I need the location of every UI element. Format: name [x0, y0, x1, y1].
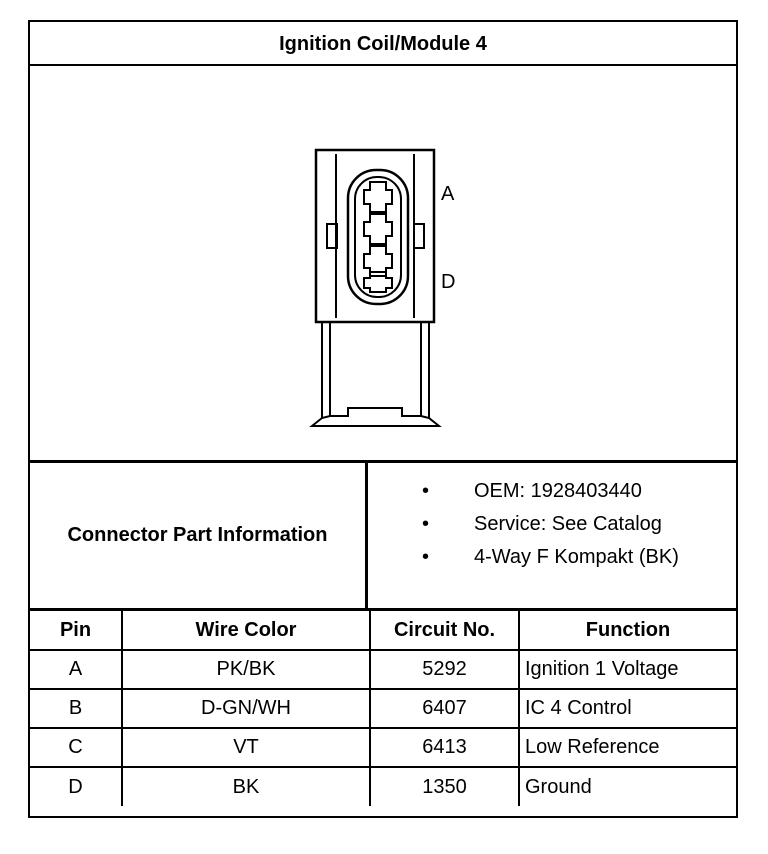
right-latch [413, 223, 425, 249]
cell-wire-color: VT [121, 727, 371, 768]
bullet-icon: • [422, 546, 430, 568]
table-row: B D-GN/WH 6407 IC 4 Control [30, 688, 736, 729]
pin-cavity [346, 168, 410, 306]
pin-label-d: D [441, 271, 455, 293]
pin-label-a: A [441, 183, 455, 205]
bullet-icon: • [422, 480, 430, 502]
cell-circuit-no: 6413 [369, 727, 520, 768]
connector-info-list: • OEM: 1928403440 • Service: See Catalog… [368, 463, 736, 611]
table-row: D BK 1350 Ground [30, 766, 736, 806]
cell-function: Ground [518, 766, 736, 806]
left-latch [326, 223, 338, 249]
cell-function: IC 4 Control [518, 688, 736, 729]
connector-drawing: A D [309, 148, 455, 427]
info-item-type: • 4-Way F Kompakt (BK) [368, 541, 736, 574]
connector-housing [314, 148, 436, 324]
table-row: C VT 6413 Low Reference [30, 727, 736, 768]
table-row: A PK/BK 5292 Ignition 1 Voltage [30, 649, 736, 690]
cell-wire-color: PK/BK [121, 649, 371, 690]
cell-wire-color: D-GN/WH [121, 688, 371, 729]
page-title: Ignition Coil/Module 4 [30, 22, 736, 66]
connector-diagram: A D [30, 66, 736, 463]
table-header-row: Pin Wire Color Circuit No. Function [30, 611, 736, 651]
cell-pin: C [30, 727, 123, 768]
cell-wire-color: BK [121, 766, 371, 806]
cell-circuit-no: 1350 [369, 766, 520, 806]
connector-stem [309, 322, 442, 427]
bullet-icon: • [422, 513, 430, 535]
cell-function: Ignition 1 Voltage [518, 649, 736, 690]
cell-pin: B [30, 688, 123, 729]
header-wire-color: Wire Color [121, 611, 371, 651]
info-item-oem: • OEM: 1928403440 [368, 475, 736, 508]
connector-sheet: Ignition Coil/Module 4 [28, 20, 738, 818]
cell-pin: A [30, 649, 123, 690]
pin-terminals [363, 181, 393, 293]
info-item-text: Service: See Catalog [474, 513, 662, 535]
cell-pin: D [30, 766, 123, 806]
cell-circuit-no: 6407 [369, 688, 520, 729]
cell-circuit-no: 5292 [369, 649, 520, 690]
info-item-service: • Service: See Catalog [368, 508, 736, 541]
info-item-text: OEM: 1928403440 [474, 480, 642, 502]
pinout-table: Pin Wire Color Circuit No. Function A PK… [30, 611, 736, 806]
header-pin: Pin [30, 611, 123, 651]
cell-function: Low Reference [518, 727, 736, 768]
header-function: Function [518, 611, 736, 651]
connector-info-label: Connector Part Information [30, 463, 368, 611]
header-circuit-no: Circuit No. [369, 611, 520, 651]
info-item-text: 4-Way F Kompakt (BK) [474, 546, 679, 568]
